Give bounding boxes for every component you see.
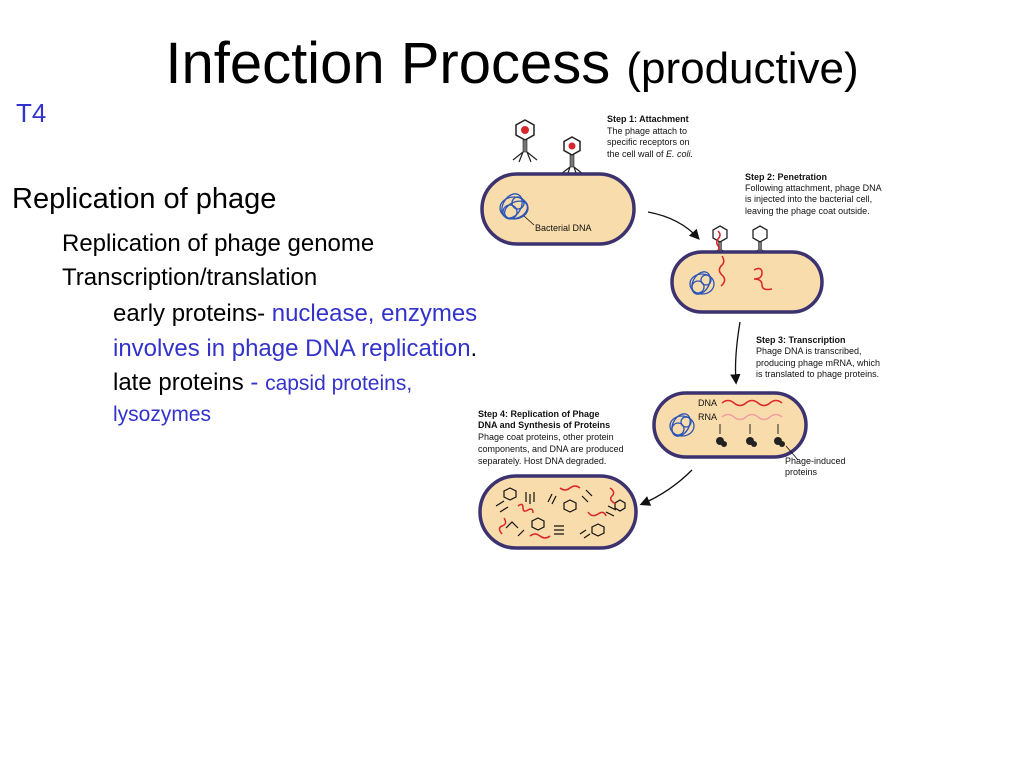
late-proteins-dash: - (243, 369, 266, 396)
bacterial-dna-label: Bacterial DNA (535, 223, 592, 233)
transcription-arrows (719, 424, 779, 434)
arrow-step2-to-step3 (730, 321, 741, 385)
step4-caption: Step 4: Replication of Phage DNA and Syn… (478, 409, 624, 466)
step1-line: the cell wall of E. coli. (607, 149, 693, 159)
phage-dna-strand (753, 267, 773, 291)
early-proteins-examples: nuclease, enzymes (265, 300, 478, 327)
bullet-early-proteins-cont: involves in phage DNA replication. (113, 335, 477, 363)
bacterial-cell-step2 (670, 250, 824, 314)
bacterial-cell-step3: DNA RNA (652, 391, 808, 461)
bullet-early-proteins: early proteins- nuclease, enzymes (113, 300, 477, 328)
step3-line: is translated to phage proteins. (756, 369, 879, 379)
bacterial-dna-icon (499, 193, 529, 220)
bullet-replication-of-genome: Replication of phage genome (62, 230, 375, 257)
step1-line: specific receptors on (607, 137, 690, 147)
phage-protein-icons (716, 437, 785, 447)
title-sub: (productive) (626, 44, 859, 93)
bullet-late-proteins-cont: lysozymes (113, 403, 212, 426)
step4-line: components, and DNA are produced (478, 444, 624, 454)
bullet-transcription-translation: Transcription/translation (62, 264, 318, 291)
late-proteins-examples: capsid proteins, (265, 372, 413, 395)
bullet-replication-of-phage: Replication of phage (12, 183, 277, 215)
phage-dna-injected (718, 255, 726, 287)
step4-line: Phage coat proteins, other protein (478, 432, 614, 442)
bullet-late-proteins: late proteins - capsid proteins, (113, 369, 412, 397)
step4-title: Step 4: Replication of Phage (478, 409, 600, 419)
arrow-step1-to-step2 (647, 211, 700, 240)
slide-title: Infection Process (productive) (0, 28, 1024, 105)
late-proteins-label: late proteins (113, 369, 244, 396)
step3-line: Phage DNA is transcribed, (756, 346, 862, 356)
phage-icon (512, 119, 538, 163)
step2-line: is injected into the bacterial cell, (745, 194, 872, 204)
step4-line: separately. Host DNA degraded. (478, 456, 606, 466)
step2-line: leaving the phage coat outside. (745, 206, 870, 216)
bacterial-cell-step4 (478, 474, 638, 550)
title-main: Infection Process (165, 31, 611, 96)
phage-icon (710, 225, 730, 261)
phage-icon (750, 225, 770, 255)
bacterial-dna-icon (669, 413, 695, 437)
step3-caption: Step 3: Transcription Phage DNA is trans… (756, 335, 880, 379)
step4-title: DNA and Synthesis of Proteins (478, 420, 610, 430)
rna-label: RNA (698, 412, 717, 422)
slide-tag: T4 (16, 98, 47, 128)
phage-mrna-wave (721, 413, 783, 421)
bacterial-cell-step1: Bacterial DNA (480, 172, 636, 246)
dna-label: DNA (698, 398, 717, 408)
step1-title: Step 1: Attachment (607, 114, 689, 124)
step2-line: Following attachment, phage DNA (745, 183, 882, 193)
phage-induced-line: Phage-induced (785, 456, 846, 466)
early-proteins-label: early proteins- (113, 300, 266, 327)
step2-caption: Step 2: Penetration Following attachment… (745, 172, 882, 216)
arrow-step3-to-step4 (639, 469, 693, 506)
phage-infection-diagram: Step 1: Attachment The phage attach to s… (478, 114, 882, 550)
phage-dna-wave (721, 399, 783, 407)
bacterial-dna-icon (689, 271, 715, 295)
phage-parts (495, 487, 626, 539)
phage-dna-copies (498, 485, 617, 539)
step1-line-text: the cell wall of (607, 149, 666, 159)
phage-induced-line: proteins (785, 467, 818, 477)
early-proteins-role: involves in phage DNA replication (113, 335, 471, 362)
phage-induced-proteins-label: Phage-induced proteins (785, 456, 846, 477)
step3-line: producing phage mRNA, which (756, 358, 880, 368)
step1-line: The phage attach to (607, 126, 687, 136)
step2-title: Step 2: Penetration (745, 172, 827, 182)
step3-title: Step 3: Transcription (756, 335, 846, 345)
step1-species: E. coli. (666, 149, 693, 159)
step1-caption: Step 1: Attachment The phage attach to s… (607, 114, 693, 159)
phage-icon (560, 136, 584, 177)
early-proteins-period: . (470, 335, 478, 362)
